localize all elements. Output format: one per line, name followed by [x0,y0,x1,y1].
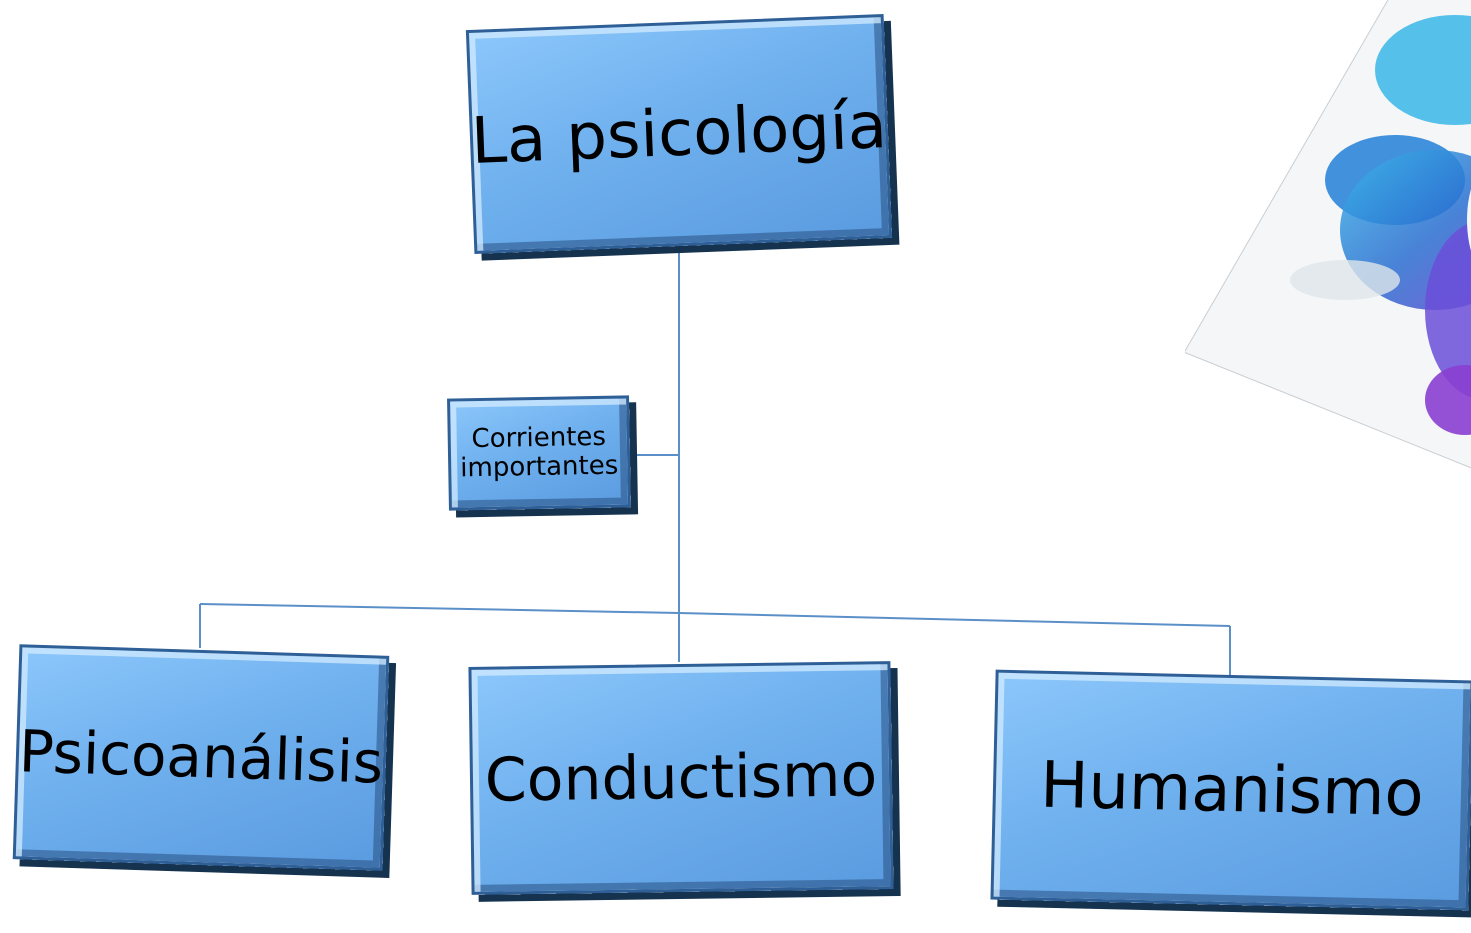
node-la-psicologia: La psicología [465,14,893,254]
node-label: Humanismo [1039,748,1425,832]
node-label: Conductismo [484,740,878,816]
node-conductismo: Conductismo [468,661,894,895]
node-psicoanalisis: Psicoanálisis [12,644,390,871]
node-label: Psicoanálisis [17,716,385,797]
node-label: La psicología [469,88,889,179]
node-corrientes-importantes: Corrientes importantes [447,395,631,511]
connector-horizontal-bar [199,603,1231,627]
node-label-line-2: importantes [459,450,619,484]
watercolor-head-photo [1185,0,1471,485]
node-humanismo: Humanismo [990,669,1471,911]
node-label-line-1: Corrientes [471,422,607,455]
